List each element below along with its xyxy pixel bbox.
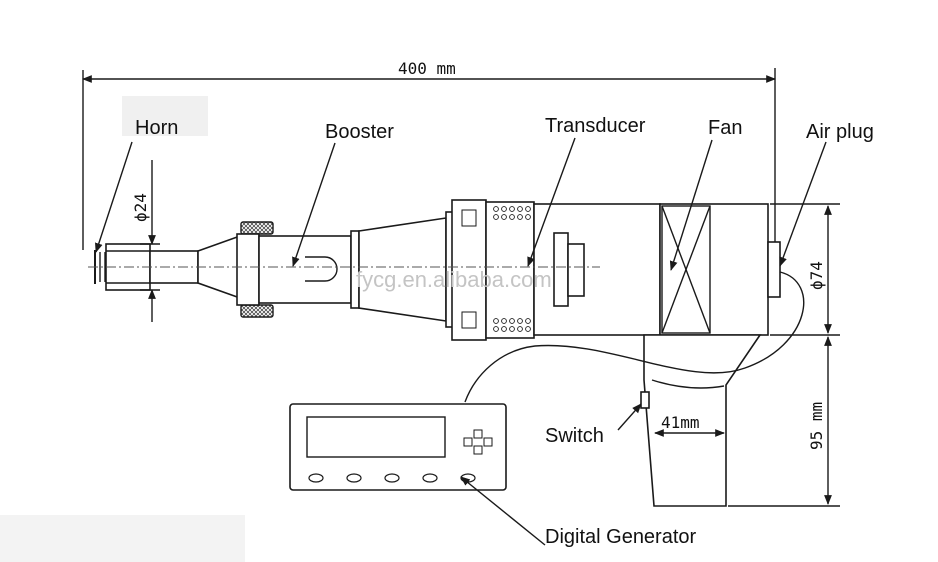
vent-holes-top [493, 206, 531, 220]
generator-keypad [463, 429, 493, 455]
handle-height-text: 95 mm [807, 402, 826, 450]
horn-label-patch [122, 96, 208, 136]
booster-label: Booster [325, 121, 394, 143]
handle [640, 334, 762, 507]
handle-width-text: 41mm [661, 413, 700, 432]
body-diameter-dimension [770, 203, 840, 336]
air-plug [767, 241, 781, 298]
fan-label: Fan [708, 117, 742, 139]
overall-length-text: 400 mm [398, 59, 456, 78]
digital-generator-label: Digital Generator [545, 526, 697, 548]
transducer [445, 199, 661, 341]
switch-label: Switch [545, 425, 604, 447]
leader-lines [95, 137, 827, 546]
fan [659, 203, 769, 336]
cable [464, 271, 805, 403]
horn-diameter-dimension [140, 160, 160, 322]
horn-diameter-text: ϕ24 [131, 193, 150, 222]
overall-length-dimension [82, 55, 776, 250]
horn-label: Horn [135, 117, 178, 139]
handle-height-dimension [728, 336, 840, 507]
watermark: fycg.en.alibaba.com [356, 267, 552, 292]
body-diameter-text: ϕ74 [807, 261, 826, 290]
trigger-switch [640, 391, 650, 409]
transducer-label: Transducer [545, 115, 646, 137]
air-plug-label: Air plug [806, 121, 874, 143]
corner-patch [0, 515, 245, 562]
booster [236, 217, 447, 322]
digital-generator [289, 403, 507, 491]
vent-holes-bottom [493, 318, 531, 332]
